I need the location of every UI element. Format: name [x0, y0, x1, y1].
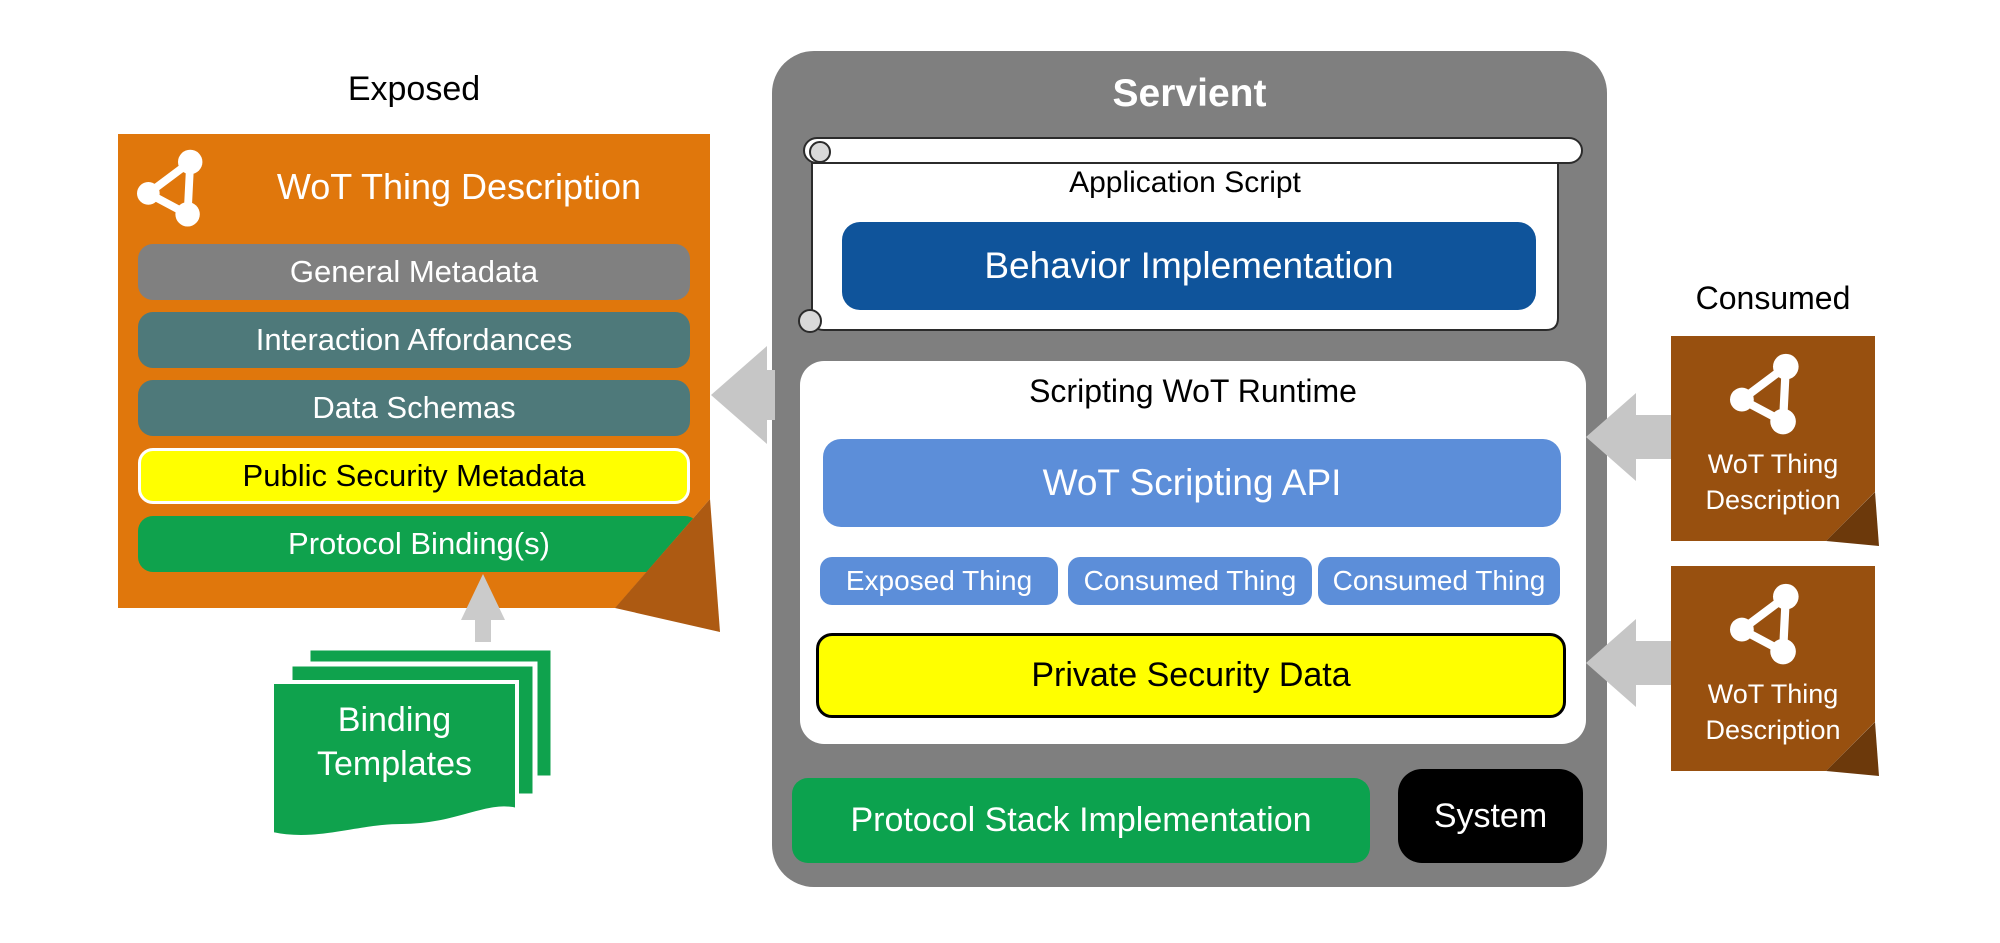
- consumed-td-label: WoT Thing Description: [1671, 676, 1875, 748]
- scripting-wot-runtime-box: Scripting WoT Runtime WoT Scripting API …: [800, 361, 1586, 744]
- exposed-thing-chip: Exposed Thing: [820, 557, 1058, 605]
- page-fold-corner: [1826, 492, 1879, 546]
- consumed-td-label: WoT Thing Description: [1671, 446, 1875, 518]
- binding-templates-sheets: [270, 645, 556, 839]
- arrow-consumed1-to-servient: [1586, 393, 1674, 481]
- application-script-label: Application Script: [1069, 166, 1301, 199]
- arrow-consumed2-to-servient: [1586, 619, 1674, 707]
- consumed-thing-chip: Consumed Thing: [1068, 557, 1312, 605]
- private-security-data-box: Private Security Data: [816, 633, 1566, 718]
- wot-scripting-api-box: WoT Scripting API: [823, 439, 1561, 527]
- consumed-td-card: WoT Thing Description: [1671, 566, 1875, 771]
- binding-templates-label: Binding Templates: [272, 698, 517, 786]
- consumed-td-card: WoT Thing Description: [1671, 336, 1875, 541]
- row-general-metadata: General Metadata: [138, 244, 690, 300]
- consumed-td-line1: WoT Thing: [1707, 679, 1839, 709]
- page-fold-corner: [1826, 722, 1879, 776]
- behavior-implementation-box: Behavior Implementation: [842, 222, 1536, 310]
- wot-logo-icon: [137, 149, 203, 227]
- wot-logo-icon: [1730, 353, 1799, 435]
- arrow-servient-to-exposed: [711, 346, 775, 444]
- system-box: System: [1398, 769, 1583, 863]
- consumed-td-line1: WoT Thing: [1707, 449, 1839, 479]
- consumed-td-line2: Description: [1705, 715, 1841, 745]
- binding-templates-line1: Binding: [337, 701, 452, 739]
- consumed-thing-chip: Consumed Thing: [1318, 557, 1560, 605]
- binding-templates-line2: Templates: [317, 745, 472, 783]
- row-interaction-affordances: Interaction Affordances: [138, 312, 690, 368]
- row-protocol-bindings: Protocol Binding(s): [138, 516, 700, 572]
- consumed-td-line2: Description: [1705, 485, 1841, 515]
- exposed-heading: Exposed: [347, 70, 481, 108]
- runtime-title: Scripting WoT Runtime: [1029, 373, 1357, 409]
- wot-logo-icon: [1730, 583, 1799, 665]
- exposed-thing-description-box: WoT Thing Description General Metadata I…: [118, 134, 710, 608]
- page-fold-corner: [615, 499, 720, 632]
- protocol-stack-implementation-box: Protocol Stack Implementation: [792, 778, 1370, 863]
- consumed-heading: Consumed: [1695, 280, 1851, 316]
- servient-title: Servient: [1112, 72, 1267, 115]
- row-data-schemas: Data Schemas: [138, 380, 690, 436]
- row-public-security-metadata: Public Security Metadata: [138, 448, 690, 504]
- exposed-box-title: WoT Thing Description: [276, 166, 642, 207]
